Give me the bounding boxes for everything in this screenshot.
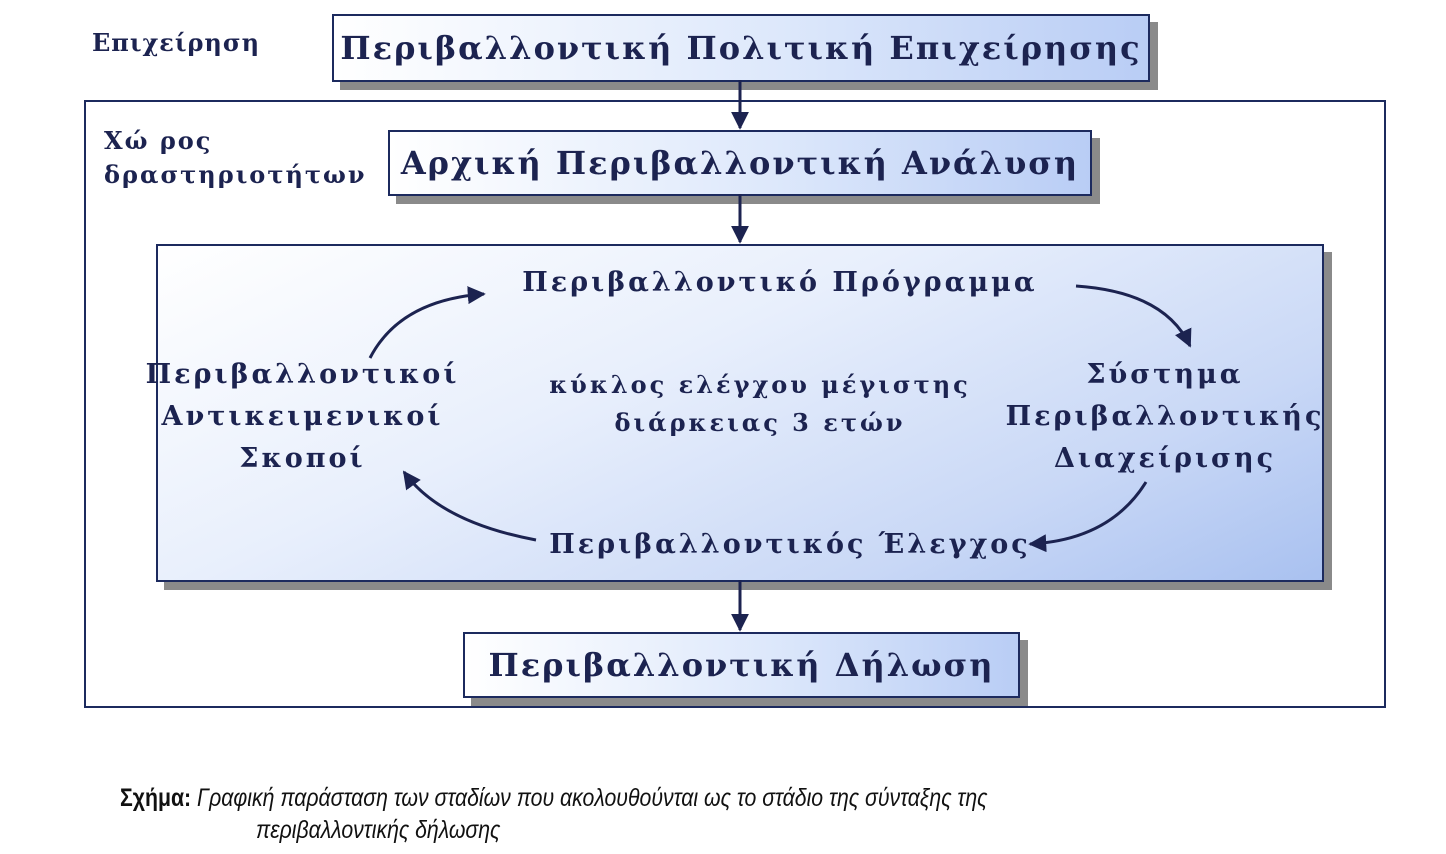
arrow-objectives-to-program [368, 286, 486, 359]
caption-prefix: Σχήμα: [120, 784, 192, 812]
arrow-system-to-audit [1028, 481, 1148, 553]
program-label: Περιβαλλοντικό Πρόγραμμα [522, 267, 1038, 298]
policy-box: Περιβαλλοντική Πολιτική Επιχείρησης [332, 14, 1150, 82]
caption-line2: περιβαλλοντικής δήλωσης [256, 816, 501, 844]
system-line3: Διαχείρισης [1053, 443, 1277, 474]
system-line2: Περιβαλλοντικής [1005, 401, 1325, 432]
system-line1: Σύστημα [1086, 359, 1244, 390]
activity-area-frame [84, 100, 1386, 708]
center-line2: διάρκειας 3 ετών [614, 408, 906, 437]
company-label: Επιχείρηση [92, 28, 261, 57]
objectives-label: Περιβαλλοντικοί Αντικειμενικοί Σκοποί [140, 354, 465, 480]
center-line1: κύκλος ελέγχου μέγιστης [549, 370, 971, 399]
figure-caption: Σχήμα: Γραφική παράσταση των σταδίων που… [120, 782, 988, 846]
cycle-center-text: κύκλος ελέγχου μέγιστης διάρκειας 3 ετών [520, 366, 1000, 442]
arrow-program-to-system [1075, 284, 1192, 348]
audit-label: Περιβαλλοντικός Έλεγχος [549, 529, 1031, 560]
activity-area-label: Χώ ρος δραστηριοτήτων [104, 124, 367, 192]
system-label: Σύστημα Περιβαλλοντικής Διαχείρισης [1000, 354, 1330, 480]
arrow-audit-to-objectives [402, 470, 537, 542]
objectives-line1: Περιβαλλοντικοί [145, 359, 460, 390]
activity-area-line1: Χώ ρος [104, 126, 213, 155]
caption-line1: Γραφική παράσταση των σταδίων που ακολου… [197, 784, 988, 812]
objectives-line2: Αντικειμενικοί [161, 401, 444, 432]
statement-box: Περιβαλλοντική Δήλωση [463, 632, 1020, 698]
activity-area-line2: δραστηριοτήτων [104, 160, 367, 189]
objectives-line3: Σκοποί [239, 443, 366, 474]
